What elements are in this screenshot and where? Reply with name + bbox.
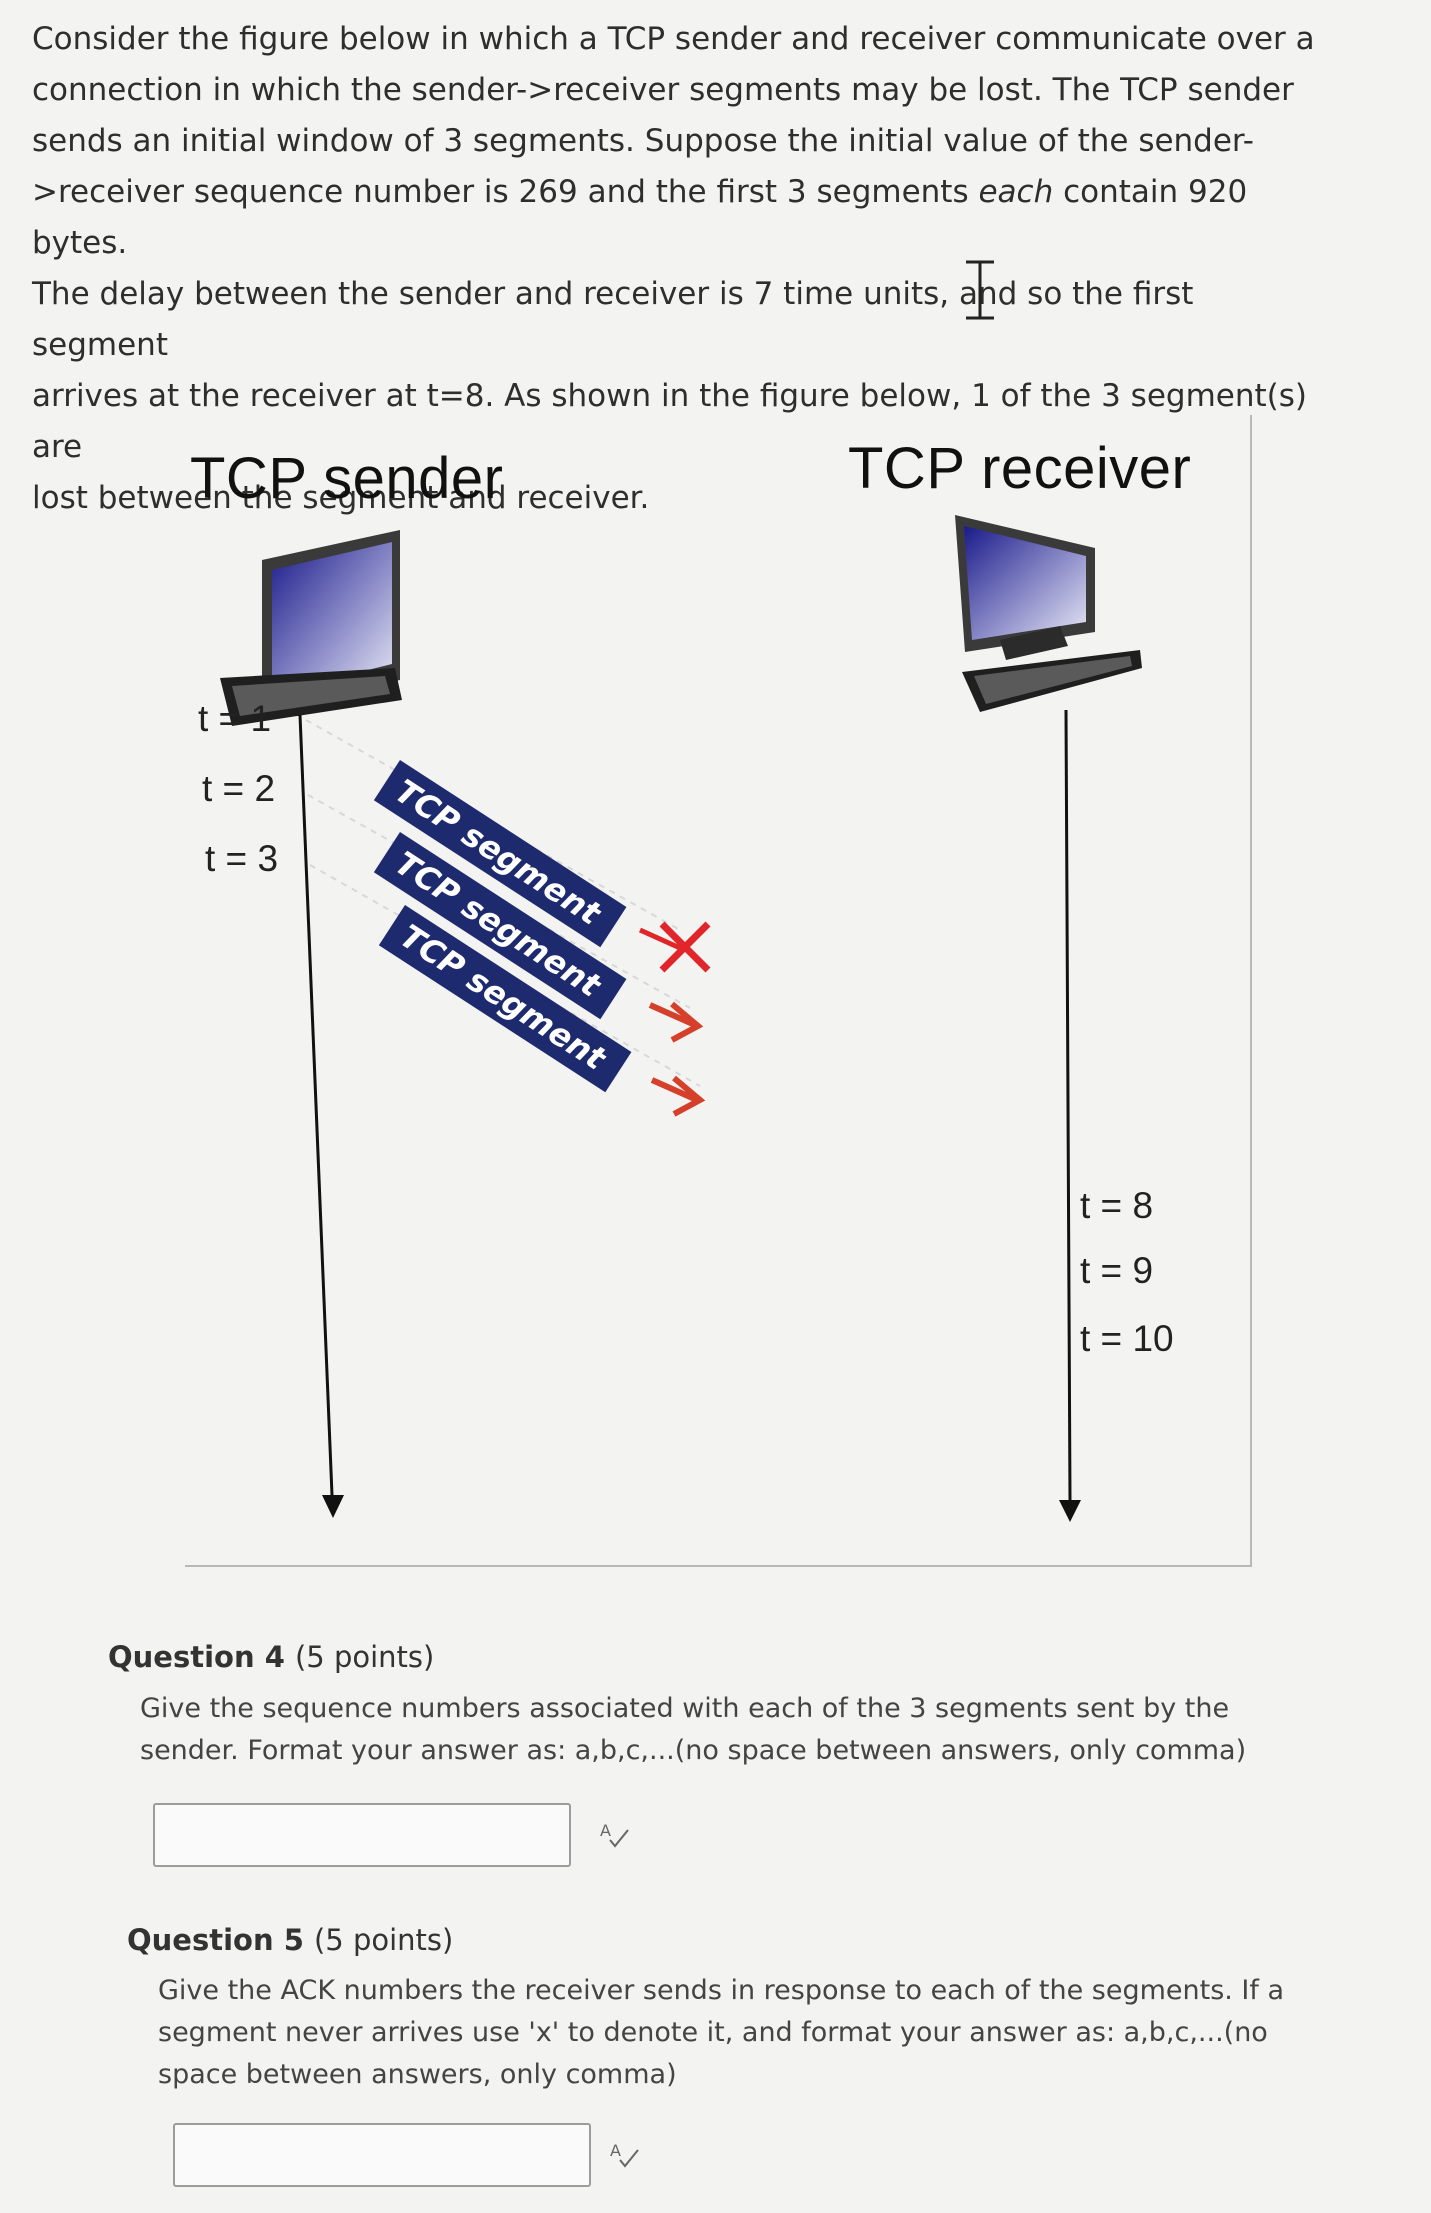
intro-line: connection in which the sender->receiver… — [32, 72, 1294, 108]
question-4-answer-input[interactable] — [153, 1803, 571, 1867]
sender-title: TCP sender — [190, 446, 504, 511]
question-4-points: (5 points) — [294, 1640, 435, 1674]
question-5-title: Question 5 (5 points) — [127, 1923, 453, 1957]
svg-text:A: A — [610, 2141, 621, 2160]
intro-line: lost between the segment and receiver. — [32, 480, 650, 516]
figure-frame — [185, 415, 1252, 1567]
svg-text:A: A — [600, 1821, 611, 1840]
spell-check-icon[interactable]: A — [608, 2138, 640, 2170]
question-4-text: Give the sequence numbers associated wit… — [140, 1693, 1247, 1766]
question-intro: Consider the figure below in which a TCP… — [32, 14, 1332, 524]
question-4-number: Question 4 — [108, 1640, 285, 1674]
sender-computer-icon — [220, 530, 402, 726]
segment-2-arrow-icon — [648, 1001, 704, 1043]
sender-timeline — [298, 714, 334, 1496]
sender-tick-t2: t = 2 — [202, 768, 276, 809]
intro-emphasis: each — [978, 174, 1054, 210]
question-4-title: Question 4 (5 points) — [108, 1640, 434, 1674]
intro-line-head: >receiver sequence number is 269 and the… — [32, 174, 979, 210]
receiver-title: TCP receiver — [848, 436, 1192, 501]
sender-tick-t1: t = 1 — [198, 698, 272, 739]
receiver-computer-icon — [955, 515, 1142, 712]
question-5-answer-input[interactable] — [173, 2123, 591, 2187]
intro-line: The delay between the sender and receive… — [32, 276, 1194, 363]
question-5-text: Give the ACK numbers the receiver sends … — [158, 1975, 1285, 2090]
lost-x-marker-icon — [638, 921, 711, 973]
sender-tick-t3: t = 3 — [205, 838, 279, 879]
segment-3-arrow-icon — [650, 1075, 706, 1117]
intro-line: sends an initial window of 3 segments. S… — [32, 123, 1254, 159]
question-5-points: (5 points) — [313, 1923, 454, 1957]
intro-line-tail: contain 920 bytes. — [32, 174, 1248, 261]
intro-line: >receiver sequence number is 269 and the… — [32, 167, 1332, 269]
intro-line: Consider the figure below in which a TCP… — [32, 21, 1315, 57]
spell-check-icon[interactable]: A — [598, 1818, 630, 1850]
receiver-timeline-arrowhead — [1059, 1500, 1081, 1522]
receiver-tick-t9: t = 9 — [1080, 1250, 1154, 1291]
question-5-number: Question 5 — [127, 1923, 304, 1957]
text-cursor-icon — [966, 260, 994, 320]
receiver-tick-t8: t = 8 — [1080, 1185, 1154, 1226]
sender-timeline-arrowhead — [322, 1495, 344, 1518]
receiver-tick-t10: t = 10 — [1080, 1318, 1174, 1359]
intro-line: arrives at the receiver at t=8. As shown… — [32, 378, 1307, 465]
receiver-timeline — [1064, 709, 1072, 1501]
